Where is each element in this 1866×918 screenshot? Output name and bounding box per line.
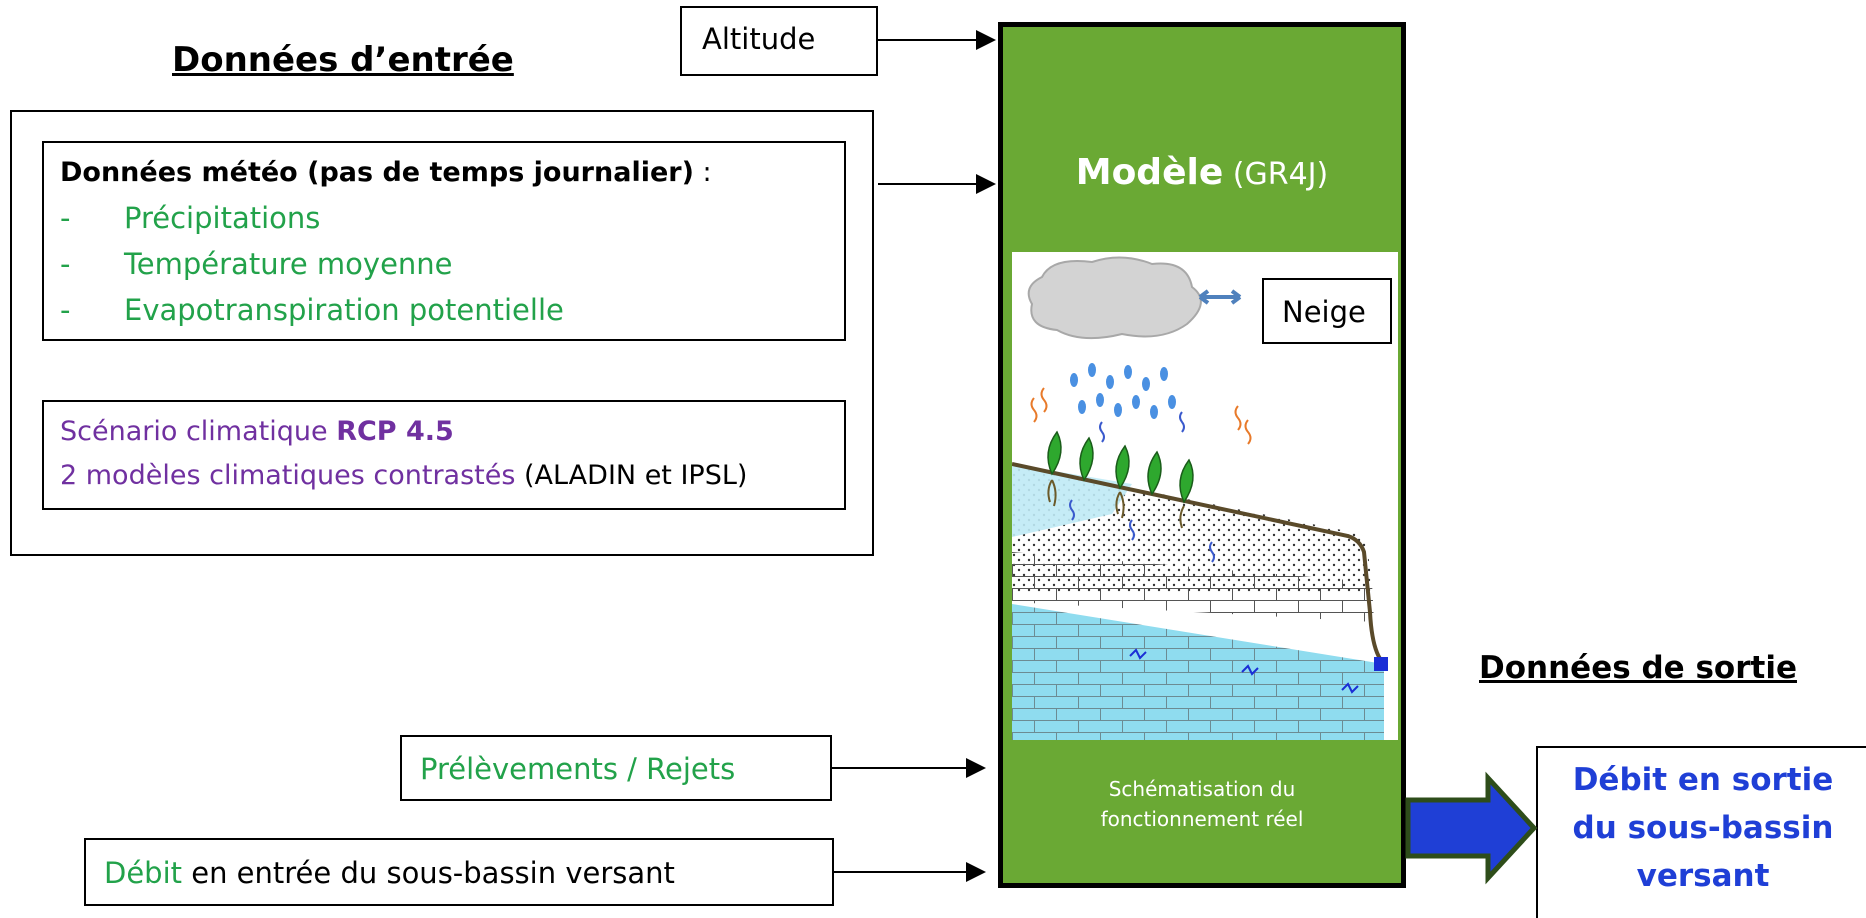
output-line-2: du sous-bassin (1572, 810, 1834, 846)
meteo-title-suffix: : (693, 157, 712, 188)
output-flow-arrow (1405, 771, 1538, 885)
input-data-title: Données d’entrée (172, 40, 514, 80)
prelevements-label: Prélèvements / Rejets (420, 752, 736, 786)
aquifer-bricks (1012, 604, 1384, 740)
altitude-box: Altitude (680, 6, 878, 76)
plants-icon (1047, 430, 1194, 504)
meteo-item-temperature: Température moyenne (124, 247, 453, 281)
meteo-item-dash-2: - (60, 247, 71, 281)
debit-entree-rest: en entrée du sous-bassin versant (182, 856, 675, 890)
roots-icon (1047, 479, 1185, 529)
prelevements-box: Prélèvements / Rejets (400, 735, 832, 801)
scenario-line-1: Scénario climatique RCP 4.5 (60, 416, 454, 447)
infiltration-icon (1069, 411, 1215, 563)
scenario-models-names: (ALADIN et IPSL) (515, 460, 748, 491)
scenario-prefix: Scénario climatique (60, 416, 337, 447)
meteo-item-precipitations: Précipitations (124, 201, 321, 235)
meteo-item-dash-1: - (60, 201, 71, 235)
scenario-rcp: RCP 4.5 (336, 416, 454, 447)
model-caption-2: fonctionnement réel (1100, 807, 1304, 831)
output-line-1: Débit en sortie (1572, 762, 1834, 798)
groundwater-flow-icon (1129, 648, 1359, 694)
meteo-item-dash-3: - (60, 293, 71, 327)
scenario-models: 2 modèles climatiques contrastés (60, 460, 516, 491)
output-data-title: Données de sortie (1479, 650, 1797, 686)
model-title-rest: (GR4J) (1223, 157, 1329, 192)
snow-exchange-arrow (1198, 289, 1242, 305)
meteo-data-box: Données météo (pas de temps journalier) … (42, 141, 846, 341)
model-caption-1: Schématisation du (1108, 777, 1296, 801)
river-outlet (1374, 657, 1388, 671)
evaporation-icon (1030, 387, 1252, 445)
rock-layer (1012, 552, 1374, 622)
rain-drops-icon (1070, 363, 1176, 419)
hydrology-illustration (1012, 252, 1398, 740)
neige-box: Neige (1262, 278, 1392, 344)
debit-entree-label: Débit en entrée du sous-bassin versant (104, 856, 675, 890)
meteo-title: Données météo (pas de temps journalier) … (60, 157, 712, 188)
model-title-bold: Modèle (1075, 152, 1224, 193)
meteo-item-etp: Evapotranspiration potentielle (124, 293, 564, 327)
ground-surface-line (1012, 462, 1386, 666)
scenario-box: Scénario climatique RCP 4.5 2 modèles cl… (42, 400, 846, 510)
model-title: Modèle (GR4J) (1003, 152, 1401, 193)
meteo-title-bold: Données météo (pas de temps journalier) (60, 157, 694, 188)
scenario-line-2: 2 modèles climatiques contrastés (ALADIN… (60, 460, 747, 491)
altitude-label: Altitude (702, 22, 816, 56)
debit-entree-colored: Débit (104, 856, 183, 890)
output-line-3: versant (1636, 858, 1770, 894)
debit-entree-box: Débit en entrée du sous-bassin versant (84, 838, 834, 906)
cloud-icon (1027, 256, 1202, 340)
output-box: Débit en sortie du sous-bassin versant (1536, 746, 1866, 918)
neige-label: Neige (1282, 295, 1366, 329)
